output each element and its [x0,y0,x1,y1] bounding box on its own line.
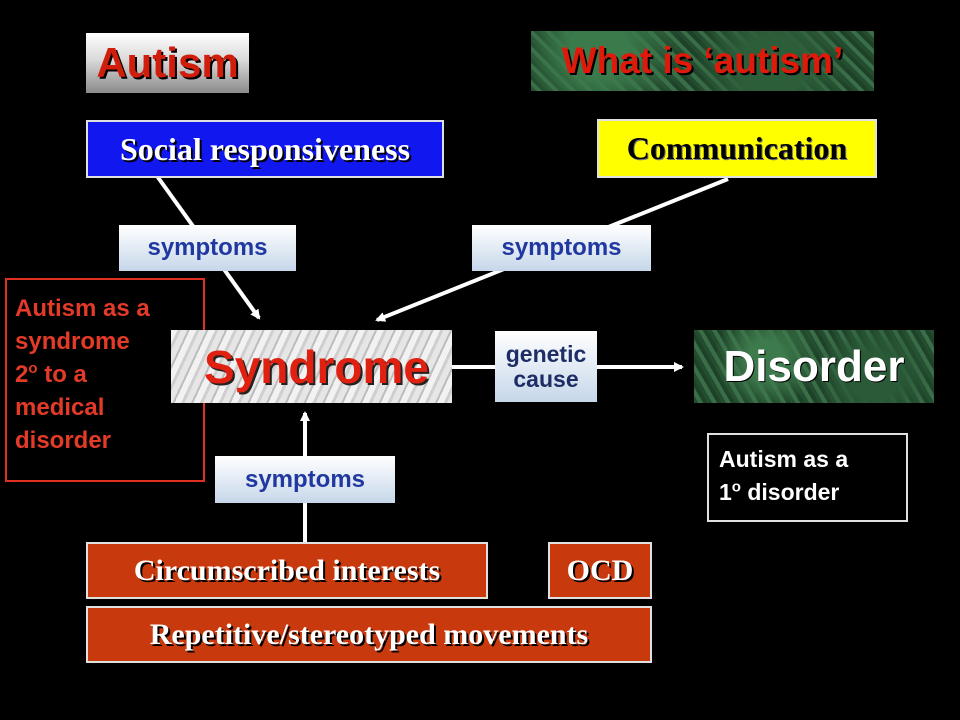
genetic-line: genetic [505,341,587,368]
disorder-note-number: 1 [719,479,732,506]
symptoms-label-right: symptoms [472,225,651,271]
syndrome-box: Syndrome [171,330,452,403]
disorder-note-line: 1o disorder [719,476,906,509]
syndrome-note-superscript: o [28,360,38,378]
ocd-box: OCD [548,542,652,599]
social-responsiveness-box: Social responsiveness [86,120,444,178]
question-title: What is ‘autism’ [531,31,874,91]
symptoms-label-left: symptoms [119,225,296,271]
syndrome-note-line: Autism as a [15,295,150,322]
communication-box: Communication [597,119,877,178]
syndrome-note-line: syndrome [15,328,130,356]
title-autism: Autism [86,33,249,93]
circumscribed-interests-box: Circumscribed interests [86,542,488,599]
syndrome-note-number: 2 [15,361,29,389]
symptoms-label-bottom: symptoms [215,456,395,503]
cause-line: cause [513,365,579,392]
disorder-note-rest: disorder [740,479,840,506]
syndrome-note-rest: to a [37,361,87,389]
syndrome-note-line: 2o to a [15,358,203,391]
genetic-cause-box: genetic cause [495,331,597,402]
disorder-note-line: Autism as a [719,446,849,472]
syndrome-note-line: medical [15,394,105,422]
syndrome-note-line: disorder [15,427,112,455]
disorder-note: Autism as a 1o disorder [707,433,908,522]
disorder-note-superscript: o [731,478,741,496]
disorder-box: Disorder [694,330,934,403]
repetitive-movements-box: Repetitive/stereotyped movements [86,606,652,663]
